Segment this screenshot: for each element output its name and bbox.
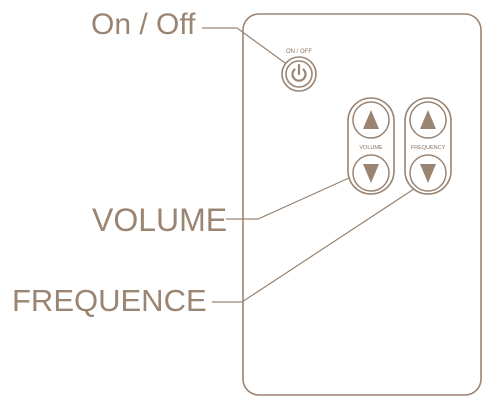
volume-down-button[interactable] <box>352 154 390 192</box>
power-icon <box>291 63 307 82</box>
volume-up-button[interactable] <box>352 101 390 139</box>
on-off-leader-line <box>202 27 293 69</box>
frequency-down-arrow-icon <box>420 164 436 183</box>
frequency-up-button[interactable] <box>409 101 447 139</box>
frequency-up-arrow-icon <box>420 110 436 129</box>
volume-rocker-label: VOLUME <box>359 145 383 151</box>
power-button-label: ON / OFF <box>286 49 312 55</box>
on-off-callout-label: On / Off <box>91 8 196 41</box>
power-button[interactable]: ON / OFF <box>281 49 317 92</box>
volume-down-arrow-icon <box>363 164 379 183</box>
frequence-callout-label: FREQUENCE <box>12 283 207 318</box>
remote-body <box>242 13 482 396</box>
volume-callout-label: VOLUME <box>92 202 228 238</box>
volume-up-arrow-icon <box>363 110 379 129</box>
frequency-down-button[interactable] <box>409 154 447 192</box>
frequency-rocker: FREQUENCY <box>404 97 452 195</box>
volume-leader-line <box>226 172 361 220</box>
frequency-rocker-label: FREQUENCY <box>411 145 446 151</box>
volume-rocker: VOLUME <box>347 97 395 195</box>
frequence-leader-line <box>212 184 421 303</box>
